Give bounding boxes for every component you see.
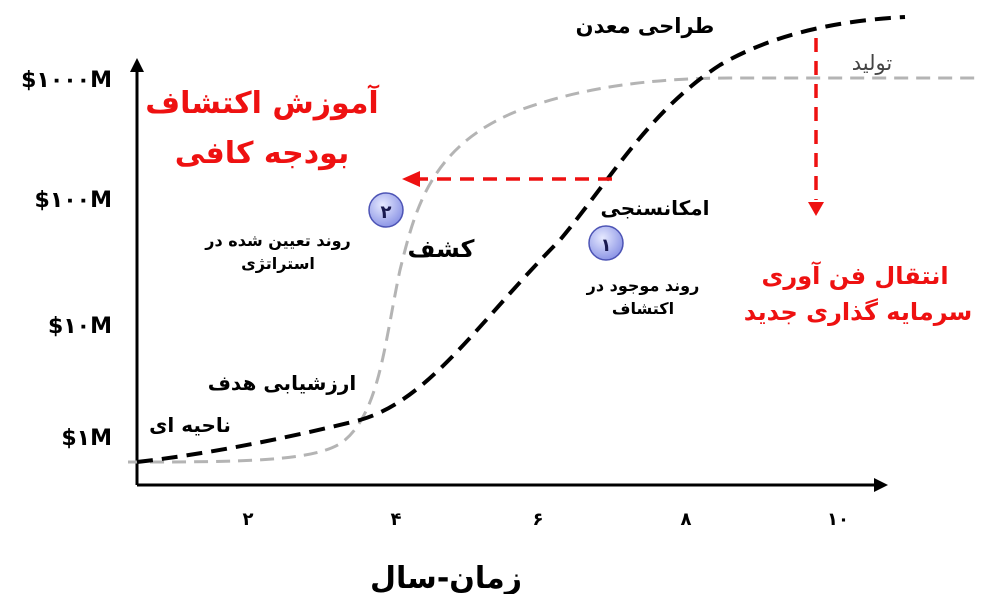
x-tick-2: ۲ bbox=[243, 509, 254, 530]
label-production: تولید bbox=[852, 51, 893, 75]
x-axis-label: زمان-سال bbox=[370, 561, 522, 594]
label-target-evaluation: ارزشیابی هدف bbox=[208, 371, 357, 395]
x-axis-arrowhead bbox=[874, 478, 888, 492]
label-mine-design: طراحی معدن bbox=[576, 14, 715, 38]
x-tick-6: ۶ bbox=[533, 509, 544, 530]
label-regional: ناحیه ای bbox=[149, 413, 231, 437]
label-existing-line2: اکتشاف bbox=[612, 299, 674, 318]
y-axis-arrowhead bbox=[130, 58, 144, 72]
red-horizontal-arrowhead bbox=[402, 171, 420, 187]
label-feasibility: امکانسنجی bbox=[600, 196, 709, 220]
y-tick-1m: $۱M bbox=[61, 426, 112, 451]
marker-2-circle bbox=[368, 192, 404, 228]
y-tick-10m: $۱۰M bbox=[48, 314, 112, 339]
label-discovery: کشف bbox=[408, 235, 475, 263]
y-tick-100m: $۱۰۰M bbox=[35, 188, 112, 213]
y-tick-1000m: $۱۰۰۰M bbox=[21, 68, 112, 93]
label-tech-line2: سرمایه گذاری جدید bbox=[744, 298, 973, 326]
black-curve-existing bbox=[136, 15, 906, 464]
x-tick-8: ۸ bbox=[681, 509, 692, 530]
x-tick-4: ۴ bbox=[391, 509, 402, 530]
label-strategic-line1: روند تعیین شده در bbox=[204, 231, 350, 250]
label-training-line2: بودجه کافی bbox=[175, 136, 349, 171]
label-strategic-line2: استراتژی bbox=[241, 254, 315, 273]
marker-1-label: ۱ bbox=[601, 235, 612, 256]
marker-2-label: ۲ bbox=[381, 202, 392, 223]
x-tick-10: ۱۰ bbox=[827, 509, 849, 530]
label-training-line1: آموزش اکتشاف bbox=[145, 84, 379, 121]
red-vertical-arrowhead bbox=[808, 202, 824, 216]
marker-1-circle bbox=[588, 225, 624, 261]
label-existing-line1: روند موجود در bbox=[586, 276, 700, 295]
label-tech-line1: انتقال فن آوری bbox=[761, 261, 948, 290]
gray-curve-strategic bbox=[127, 76, 975, 464]
